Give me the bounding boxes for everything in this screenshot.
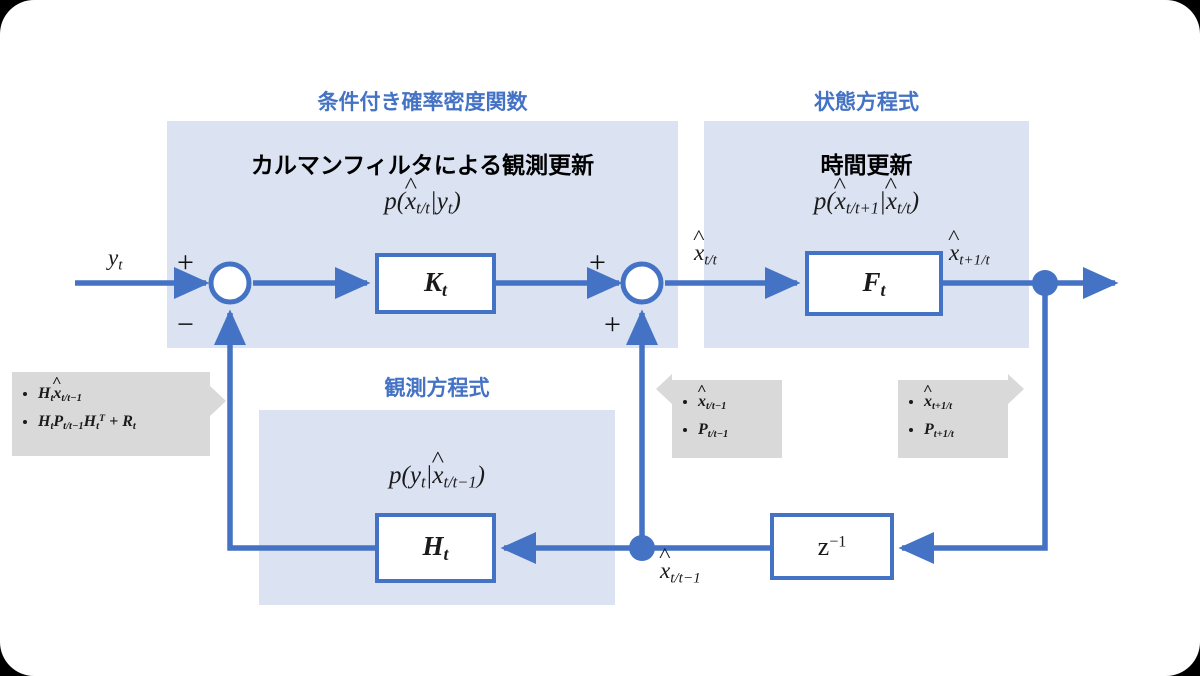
branch-dot-predicted [1032, 270, 1058, 296]
heading-observation-equation: 観測方程式 [384, 377, 490, 400]
formula-prediction: p(xt/t+1|xt/t) [704, 188, 1029, 219]
block-kalman-gain-label: Kt [424, 266, 447, 300]
callout-prior-estimate: xt/t−1 Pt/t−1 [672, 380, 782, 458]
callout-innovation-item-2: HtPt/t−1HtT + Rt [38, 413, 204, 432]
sign-sum1-minus: − [177, 308, 194, 341]
block-state-transition[interactable]: Ft [805, 251, 943, 316]
heading-state-equation: 状態方程式 [814, 91, 919, 114]
sign-sum1-plus: + [177, 246, 194, 279]
callout-innovation: Htxt/t−1 HtPt/t−1HtT + Rt [12, 372, 210, 456]
callout-prior-item-2: Pt/t−1 [698, 421, 776, 440]
callout-innovation-item-1: Htxt/t−1 [38, 385, 204, 404]
label-signal-predicted: xt+1/t [949, 240, 990, 269]
sign-sum2-plus-top: + [589, 246, 606, 279]
branch-dot-prior [629, 535, 655, 561]
callout-innovation-tail [210, 386, 226, 416]
heading-conditional-pdf: 条件付き確率密度関数 [317, 91, 528, 114]
callout-predicted-item-1: xt+1/t [924, 393, 1002, 412]
title-time-update: 時間更新 [820, 152, 913, 178]
block-observation-matrix[interactable]: Ht [375, 513, 496, 583]
block-observation-matrix-label: Ht [422, 531, 449, 564]
callout-predicted-item-2: Pt+1/t [924, 421, 1002, 440]
formula-likelihood: p(yt|xt/t−1) [259, 462, 615, 493]
formula-posterior: p(xt/t|yt) [167, 188, 678, 219]
block-unit-delay-label: z−1 [817, 531, 847, 561]
block-kalman-gain[interactable]: Kt [375, 253, 496, 314]
label-signal-prior: xt/t−1 [660, 558, 701, 587]
block-unit-delay[interactable]: z−1 [770, 513, 894, 580]
label-signal-filtered: xt/t [694, 240, 717, 269]
callout-predicted-estimate-tail [1008, 374, 1024, 404]
label-signal-input: yt [108, 245, 123, 274]
callout-prior-estimate-tail [656, 374, 672, 404]
block-state-transition-label: Ft [862, 266, 886, 300]
sign-sum2-plus-bottom: + [604, 308, 621, 341]
title-kalman-measurement-update: カルマンフィルタによる観測更新 [250, 152, 595, 178]
callout-predicted-estimate: xt+1/t Pt+1/t [898, 380, 1008, 458]
callout-prior-item-1: xt/t−1 [698, 393, 776, 412]
